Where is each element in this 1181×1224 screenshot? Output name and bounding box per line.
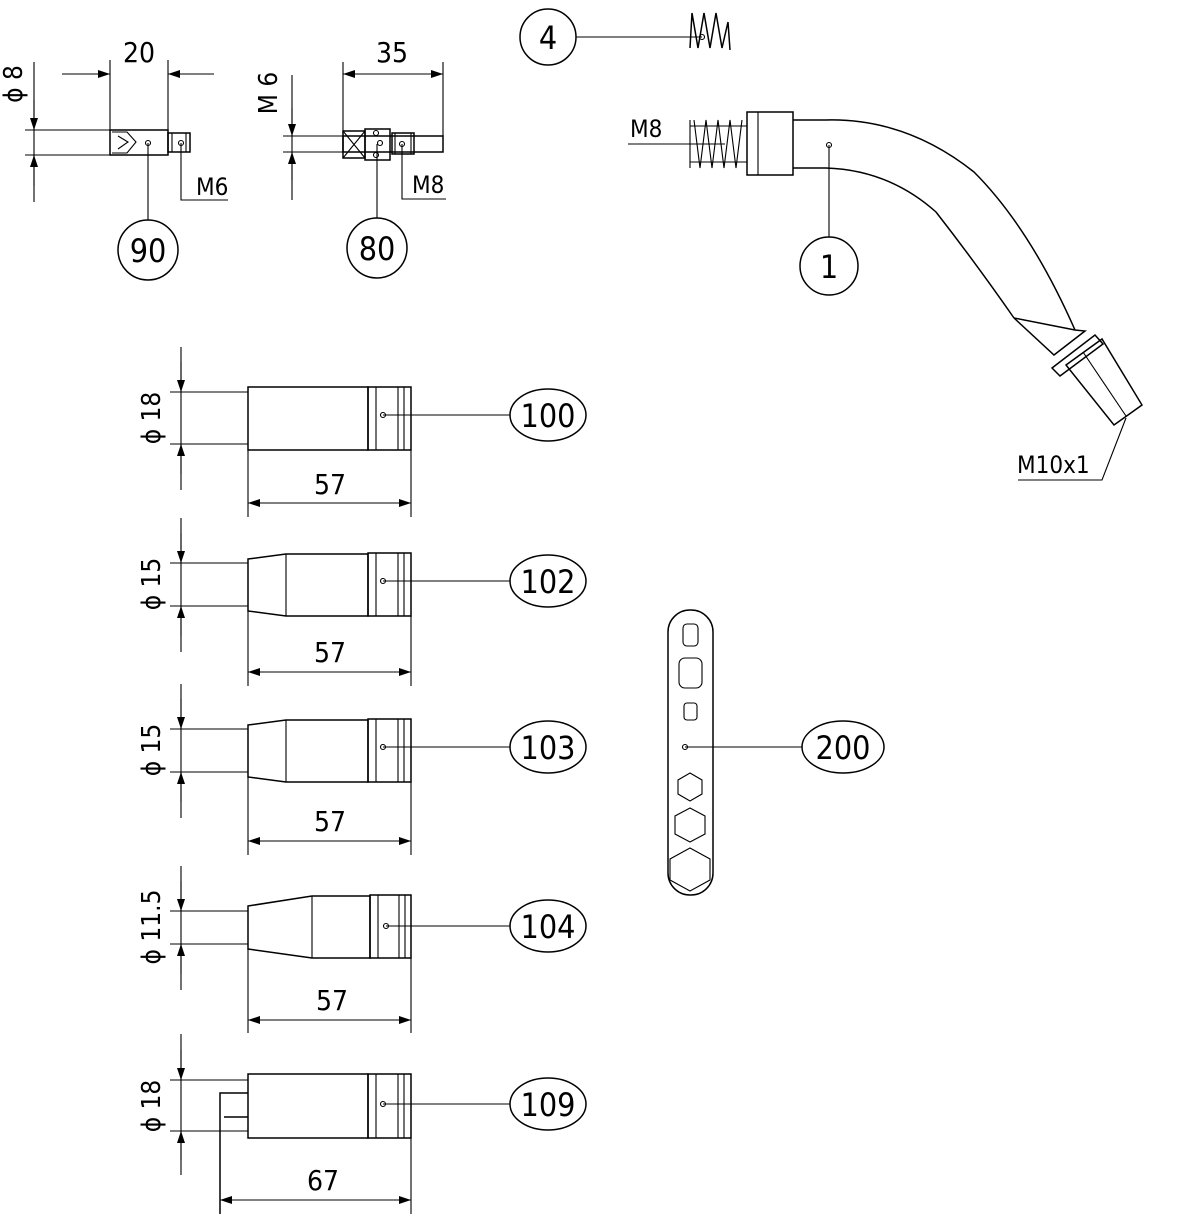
part-90-thread-label: M6 [196, 173, 228, 201]
part-109-number: 109 [521, 1086, 576, 1124]
part-80-thread-b-label: M8 [412, 171, 444, 199]
part-1-thread-in-label: M8 [630, 115, 662, 143]
part-200: 200 [667, 609, 885, 896]
part-109-diameter-label: ϕ 18 [137, 1080, 167, 1133]
part-109-length-label: 67 [307, 1164, 339, 1197]
part-104-diameter-label: ϕ 11.5 [137, 890, 167, 965]
part-103: ϕ 15 57 103 [137, 684, 587, 855]
part-102-length-label: 57 [314, 636, 346, 669]
part-100-diameter-label: ϕ 18 [137, 392, 167, 445]
part-200-number: 200 [816, 729, 871, 767]
part-102-number: 102 [521, 563, 576, 601]
part-90: ϕ 8 20 M6 90 [0, 36, 228, 281]
part-100: ϕ 18 57 100 [137, 347, 587, 517]
part-90-diameter-label: ϕ 8 [0, 65, 29, 103]
part-4: 4 [519, 8, 731, 66]
part-1-number: 1 [820, 248, 838, 286]
part-100-number: 100 [521, 397, 576, 435]
part-102-diameter-label: ϕ 15 [137, 558, 167, 611]
part-100-length-label: 57 [314, 468, 346, 501]
part-103-length-label: 57 [314, 805, 346, 838]
part-4-number: 4 [539, 19, 557, 57]
part-103-number: 103 [521, 729, 576, 767]
part-90-number: 90 [130, 232, 167, 270]
part-80-length-label: 35 [376, 36, 408, 69]
part-109: ϕ 18 67 109 [137, 1034, 587, 1214]
part-103-diameter-label: ϕ 15 [137, 724, 167, 777]
part-80-number: 80 [359, 230, 396, 268]
part-104-length-label: 57 [316, 984, 348, 1017]
part-80-thread-a-label: M 6 [254, 72, 284, 115]
part-102: ϕ 15 57 102 [137, 518, 587, 686]
part-90-length-label: 20 [123, 36, 155, 69]
part-104: ϕ 11.5 57 104 [137, 866, 587, 1033]
part-104-number: 104 [521, 908, 576, 946]
part-80: M 6 35 M8 80 [254, 36, 446, 279]
part-1: M8 M10x1 1 [628, 111, 1144, 481]
part-1-thread-out-label: M10x1 [1017, 451, 1090, 479]
